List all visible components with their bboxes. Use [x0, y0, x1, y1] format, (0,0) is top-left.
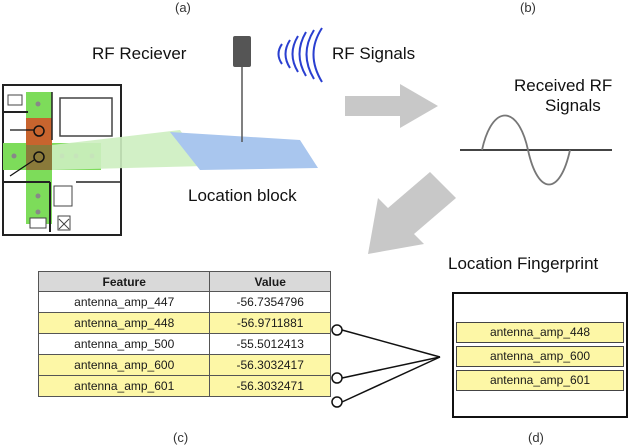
- table-row: antenna_amp_500 -55.5012413: [37, 333, 331, 355]
- floor-plan-cell-red: [26, 118, 52, 145]
- feature-table-header: Feature Value: [37, 271, 331, 292]
- connector-node-448: [331, 324, 343, 336]
- fingerprint-item: antenna_amp_600: [456, 346, 624, 367]
- feature-cell: antenna_amp_500: [37, 333, 211, 355]
- table-row: antenna_amp_447 -56.7354796: [37, 291, 331, 313]
- header-value: Value: [209, 271, 331, 292]
- received-rf-label-line1: Received RF: [514, 76, 613, 95]
- panel-label-d: (d): [528, 430, 544, 445]
- fingerprint-item: antenna_amp_448: [456, 322, 624, 343]
- feature-cell: antenna_amp_600: [37, 354, 211, 376]
- table-row: antenna_amp_448 -56.9711881: [37, 312, 331, 334]
- header-feature: Feature: [37, 271, 211, 292]
- received-rf-label-line2: Signals: [545, 96, 601, 115]
- rf-receiver-device: [233, 36, 251, 67]
- feature-cell: antenna_amp_601: [37, 375, 211, 397]
- arrow-to-feature-table: [368, 172, 456, 254]
- location-fingerprint-label: Location Fingerprint: [448, 254, 599, 273]
- table-row: antenna_amp_600 -56.3032417: [37, 354, 331, 376]
- rf-receiver-label: RF Reciever: [92, 44, 187, 63]
- feature-cell: antenna_amp_448: [37, 312, 211, 334]
- location-block-shape: [170, 132, 318, 170]
- value-cell: -56.9711881: [209, 312, 331, 334]
- arrow-to-received-signal: [345, 84, 438, 128]
- value-cell: -55.5012413: [209, 333, 331, 355]
- location-block-label: Location block: [188, 186, 297, 205]
- connector-lines: [341, 329, 441, 403]
- value-cell: -56.3032417: [209, 354, 331, 376]
- sine-wave: [481, 114, 571, 186]
- feature-cell: antenna_amp_447: [37, 291, 211, 313]
- fingerprint-item: antenna_amp_601: [456, 370, 624, 391]
- panel-label-b: (b): [520, 0, 536, 15]
- table-row: antenna_amp_601 -56.3032471: [37, 375, 331, 397]
- panel-label-c: (c): [173, 430, 189, 445]
- connector-node-601: [331, 396, 343, 408]
- rf-signals-label: RF Signals: [332, 44, 416, 63]
- panel-label-a: (a): [175, 0, 191, 15]
- fingerprint-box: antenna_amp_448 antenna_amp_600 antenna_…: [452, 292, 628, 418]
- feature-table: Feature Value antenna_amp_447 -56.735479…: [37, 271, 331, 397]
- value-cell: -56.3032471: [209, 375, 331, 397]
- value-cell: -56.7354796: [209, 291, 331, 313]
- connector-node-600: [331, 372, 343, 384]
- rf-signal-waves: [277, 27, 323, 83]
- floor-plan-bed: [59, 97, 113, 137]
- floor-plan-cell-active: [26, 145, 52, 170]
- projection-beam: [52, 130, 205, 170]
